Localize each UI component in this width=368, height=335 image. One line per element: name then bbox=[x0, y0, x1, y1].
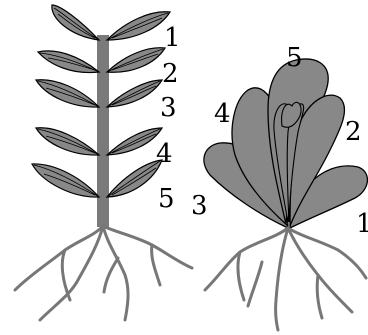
left-label-3: 3 bbox=[160, 93, 177, 123]
left-label-4: 4 bbox=[156, 139, 173, 169]
left-leaf-1-left bbox=[52, 5, 99, 40]
right-label-4: 4 bbox=[214, 99, 231, 129]
right-label-5: 5 bbox=[286, 43, 303, 73]
left-plant: 1 2 3 4 5 bbox=[15, 5, 192, 320]
right-plant: 5 4 2 3 1 bbox=[191, 43, 368, 330]
left-label-2: 2 bbox=[162, 59, 179, 89]
right-label-3: 3 bbox=[191, 191, 208, 221]
left-label-1: 1 bbox=[164, 23, 181, 53]
right-label-2: 2 bbox=[345, 117, 362, 147]
left-roots bbox=[15, 226, 192, 320]
left-stem bbox=[97, 35, 109, 227]
left-leaf-1-right bbox=[107, 12, 170, 40]
right-roots bbox=[205, 228, 366, 330]
left-leaf-5-right-vein bbox=[107, 161, 160, 197]
left-label-5: 5 bbox=[158, 184, 175, 214]
right-label-1: 1 bbox=[356, 209, 368, 239]
